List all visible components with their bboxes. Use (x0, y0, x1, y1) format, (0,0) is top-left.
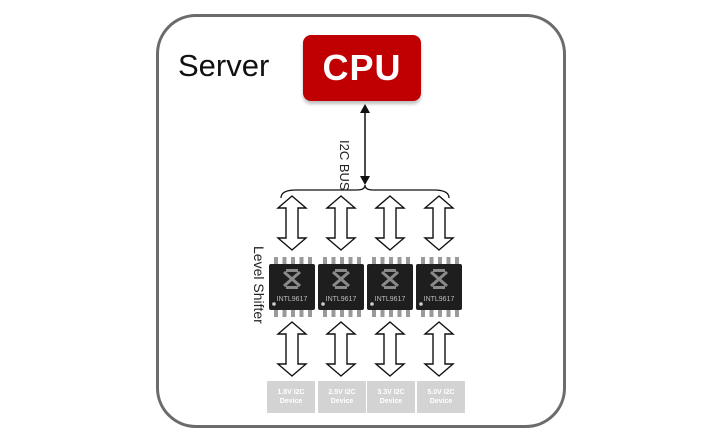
lower-double-arrow (374, 321, 406, 377)
level-shifter-chip: INTL9617 (367, 257, 413, 317)
device-voltage: 3.3V I2C (377, 388, 405, 396)
upper-double-arrow (325, 195, 357, 251)
cpu-block: CPU (303, 35, 421, 101)
bus-brace (280, 184, 450, 199)
i2c-bus-arrow (360, 104, 370, 185)
level-shifter-chip: INTL9617 (269, 257, 315, 317)
lower-double-arrow (423, 321, 455, 377)
level-shifter-chip: INTL9617 (318, 257, 364, 317)
cpu-label: CPU (322, 47, 402, 88)
upper-double-arrow (423, 195, 455, 251)
device-2-5v: 2.5V I2C Device (318, 381, 366, 413)
chip-part-number: INTL9617 (424, 296, 455, 303)
level-shifter-chip: INTL9617 (416, 257, 462, 317)
device-label: Device (379, 398, 403, 405)
device-label: Device (429, 398, 453, 405)
device-voltage: 1.8V I2C (277, 388, 305, 396)
server-boundary (156, 14, 566, 428)
chip-logo-icon (332, 270, 350, 288)
chip-logo-icon (430, 270, 448, 288)
chip-part-number: INTL9617 (375, 296, 406, 303)
device-1-8v: 1.8V I2C Device (267, 381, 315, 413)
device-label: Device (330, 398, 354, 405)
i2c-bus-label: I2C BUS (337, 140, 352, 191)
device-voltage: 2.5V I2C (328, 388, 356, 396)
chip-part-number: INTL9617 (277, 296, 308, 303)
upper-double-arrow (374, 195, 406, 251)
chip-logo-icon (283, 270, 301, 288)
device-3-3v: 3.3V I2C Device (367, 381, 415, 413)
chip-logo-icon (381, 270, 399, 288)
device-voltage: 5.0V I2C (427, 388, 455, 396)
lower-double-arrow (325, 321, 357, 377)
device-label: Device (279, 398, 303, 405)
upper-double-arrow (276, 195, 308, 251)
chip-part-number: INTL9617 (326, 296, 357, 303)
level-shifter-label: Level Shifter (251, 246, 267, 324)
server-label: Server (178, 48, 270, 83)
lower-double-arrow (276, 321, 308, 377)
device-5-0v: 5.0V I2C Device (417, 381, 465, 413)
